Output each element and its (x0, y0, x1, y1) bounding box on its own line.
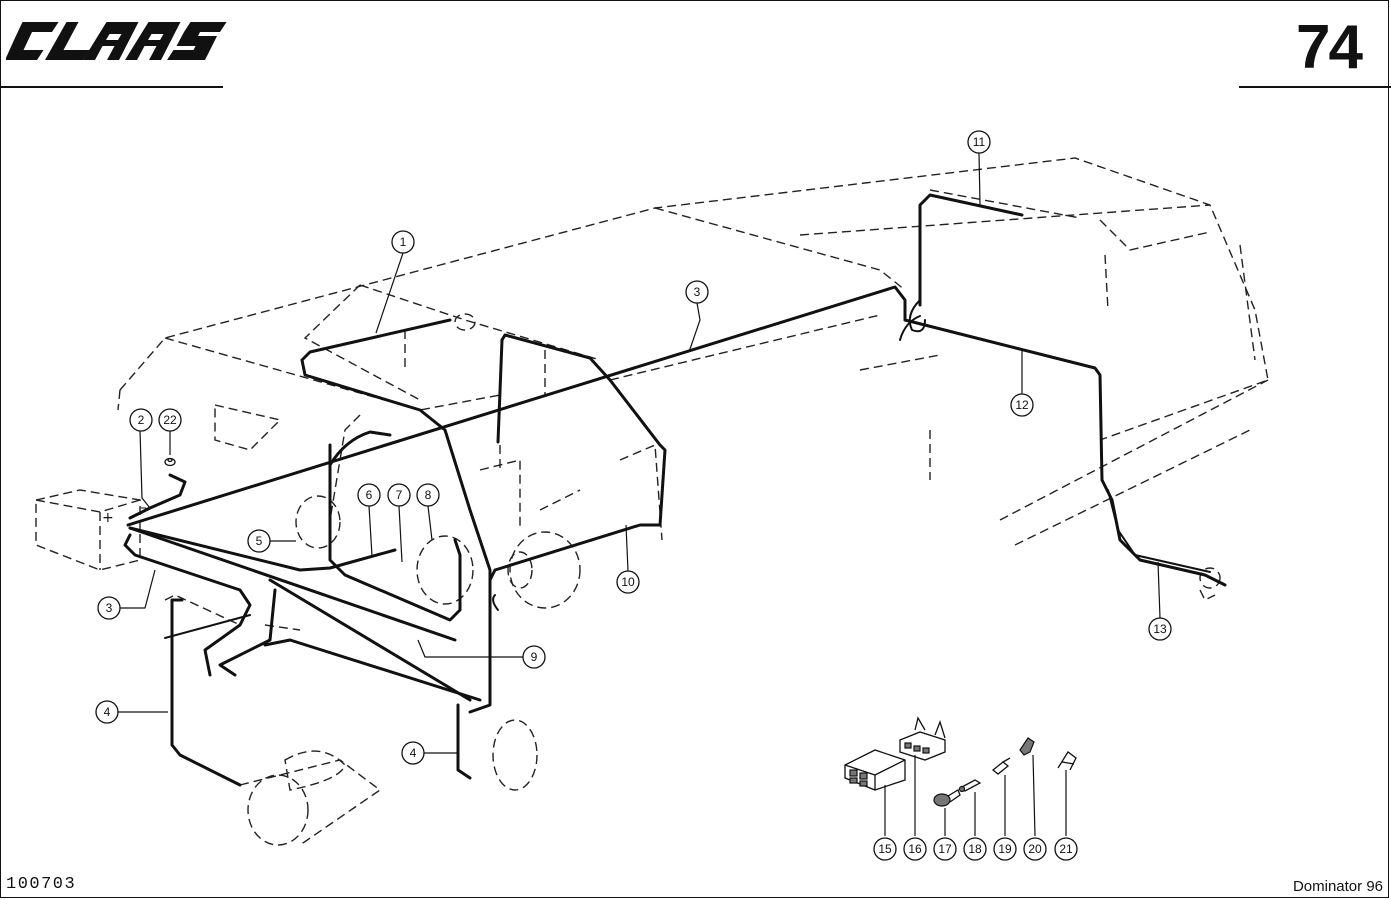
leader-lines (118, 152, 1161, 837)
part-18-contact-pin (958, 779, 982, 793)
callout-19: 19 (993, 837, 1017, 861)
part-17-bulb-holder (933, 789, 961, 807)
reference-number: 100703 (6, 875, 77, 894)
callout-10-label: 10 (621, 575, 635, 589)
callout-22: 22 (158, 408, 182, 432)
callout-11-label: 11 (973, 135, 986, 149)
part-15-connector-housing (844, 749, 906, 791)
claas-logo (6, 22, 227, 60)
part-19-terminal (991, 757, 1011, 775)
part-21-clip (1057, 751, 1077, 771)
callout-21: 21 (1054, 837, 1078, 861)
callout-18-label: 18 (968, 842, 982, 856)
callout-13-label: 13 (1153, 622, 1167, 636)
callout-13: 13 (1148, 617, 1172, 641)
callout-18: 18 (963, 837, 987, 861)
callout-5-label: 5 (256, 534, 263, 548)
callout-16: 16 (903, 837, 927, 861)
header-rule-right (1239, 86, 1391, 88)
callout-11: 11 (967, 130, 991, 154)
battery-minus-label: – (140, 500, 147, 516)
part-20-terminal-cover (1019, 737, 1035, 756)
fitting-22-nut (164, 457, 176, 467)
callout-3-bottom: 3 (97, 596, 121, 620)
battery-plus-label: + (102, 510, 114, 526)
page-number: 74 (1296, 13, 1363, 82)
connector-parts (844, 716, 1077, 807)
callout-15: 15 (873, 837, 897, 861)
callout-3-bottom-label: 3 (106, 601, 113, 615)
callout-20: 20 (1023, 837, 1047, 861)
callout-6-label: 6 (366, 488, 373, 502)
callout-5: 5 (247, 529, 271, 553)
callout-2: 2 (129, 408, 153, 432)
callout-9: 9 (522, 645, 546, 669)
callout-4-right-label: 4 (410, 746, 417, 760)
callout-10: 10 (616, 570, 640, 594)
callout-17-label: 17 (938, 842, 952, 856)
callout-7: 7 (387, 483, 411, 507)
callout-22-label: 22 (163, 413, 177, 427)
callout-1: 1 (391, 230, 415, 254)
callout-8-label: 8 (425, 488, 432, 502)
callout-4-left-label: 4 (104, 705, 111, 719)
callout-12-label: 12 (1015, 398, 1029, 412)
callout-9-label: 9 (531, 650, 538, 664)
callout-21-label: 21 (1059, 842, 1073, 856)
callout-12: 12 (1010, 393, 1034, 417)
callout-3-top: 3 (685, 280, 709, 304)
header-rule-left (0, 86, 223, 88)
callout-3-top-label: 3 (694, 285, 701, 299)
model-name: Dominator 96 (1292, 878, 1383, 895)
callout-7-label: 7 (396, 488, 403, 502)
machine-outline (35, 157, 1269, 846)
callout-1-label: 1 (400, 235, 407, 249)
part-16-connector-housing (899, 716, 946, 761)
callout-15-label: 15 (878, 842, 892, 856)
callout-4-right: 4 (401, 741, 425, 765)
callout-16-label: 16 (908, 842, 922, 856)
callout-8: 8 (416, 483, 440, 507)
callout-6: 6 (357, 483, 381, 507)
callout-4-left: 4 (95, 700, 119, 724)
callout-20-label: 20 (1028, 842, 1042, 856)
callout-17: 17 (933, 837, 957, 861)
wiring-harness (123, 193, 1227, 787)
callout-19-label: 19 (998, 842, 1012, 856)
callout-2-label: 2 (138, 413, 145, 427)
